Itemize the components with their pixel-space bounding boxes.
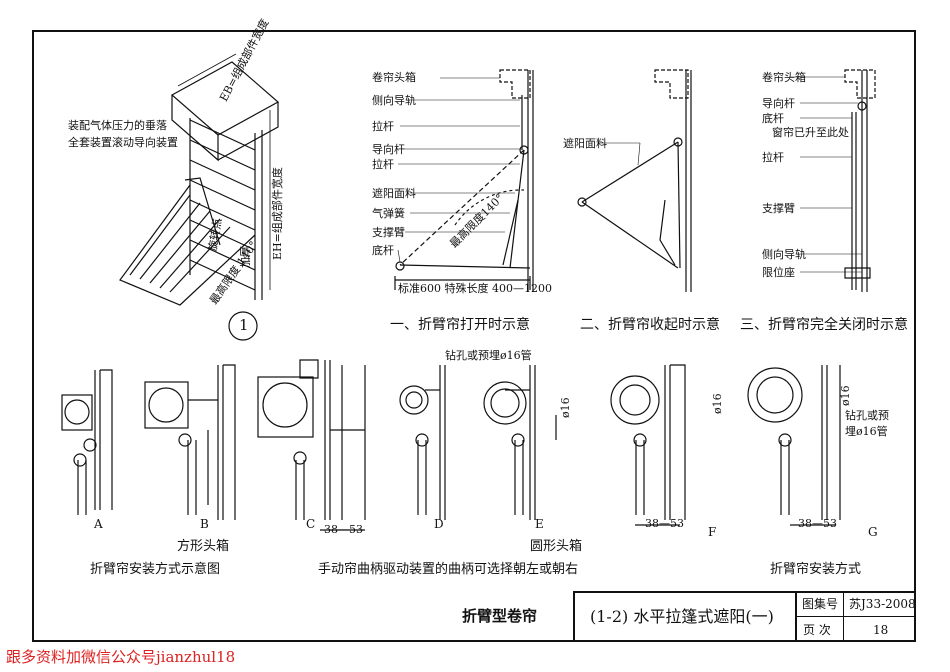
mount-caption-right: 折臂帘安装方式 xyxy=(770,562,862,577)
closed-caption: 三、折臂帘完全关闭时示意 xyxy=(740,317,908,333)
open-awning-drawing xyxy=(394,69,534,292)
closed-label-stop-seat: 限位座 xyxy=(762,266,795,279)
mounting-details-drawing xyxy=(61,359,841,531)
isometric-awning-drawing xyxy=(119,53,280,341)
phi16-label-g: ø16 xyxy=(839,385,852,406)
page-number-value: 18 xyxy=(873,623,889,637)
fig1-note-line2: 全套装置滚动导向装置 xyxy=(68,136,178,149)
retract-caption: 二、折臂帘收起时示意 xyxy=(580,317,720,333)
open-label-bottom-bar: 底杆 xyxy=(372,244,394,257)
open-label-fabric: 遮阳面料 xyxy=(372,187,416,200)
retract-label-fabric: 遮阳面料 xyxy=(563,137,607,150)
closed-label-raised-here: 窗帘已升至此处 xyxy=(772,126,849,139)
mount-caption-mid: 手动帘曲柄驱动装置的曲柄可选择朝左或朝右 xyxy=(318,562,579,577)
fig1-dim-label: 加厚 xyxy=(239,246,252,268)
open-label-guide-rod: 导向杆 xyxy=(372,143,405,156)
dim-38-53-f: 38—53 xyxy=(645,517,684,530)
closed-label-side-rail: 侧向导轨 xyxy=(762,248,806,261)
watermark-text: 跟多资料加微信公众号jianzhul18 xyxy=(6,648,236,666)
title-block-title: (1-2) 水平拉篷式遮阳(一) xyxy=(590,607,774,626)
round-box-label: 圆形头箱 xyxy=(530,539,583,554)
mount-letter-a: A xyxy=(94,517,103,531)
drawing-frame xyxy=(32,30,916,642)
closed-label-bottom-bar: 底杆 xyxy=(762,112,784,125)
page-number-label: 页 次 xyxy=(803,623,831,637)
retracting-awning-drawing xyxy=(577,69,692,292)
drill-side-label-2: 埋ø16管 xyxy=(845,425,888,438)
closed-label-head-box: 卷帘头箱 xyxy=(762,71,806,84)
open-label-pull-rod-1: 拉杆 xyxy=(372,120,394,133)
dim-38-53-g: 38—53 xyxy=(798,517,837,530)
phi16-label-f: ø16 xyxy=(711,393,724,414)
mount-letter-e: E xyxy=(535,517,544,531)
fig1-note-line1: 装配气体压力的垂落 xyxy=(68,119,167,132)
fig1-number: 1 xyxy=(239,316,249,334)
title-block-row-divider xyxy=(795,616,916,617)
mount-letter-f: F xyxy=(708,525,717,539)
mount-letter-b: B xyxy=(200,517,209,531)
open-label-gas-spring: 气弹簧 xyxy=(372,207,405,220)
atlas-number-label: 图集号 xyxy=(802,597,839,611)
dim-38-53-c: 38—53 xyxy=(324,523,363,536)
drill-top-label: 钻孔或预埋ø16管 xyxy=(445,349,532,362)
open-label-support-arm: 支撑臂 xyxy=(372,226,405,239)
open-caption: 一、折臂帘打开时示意 xyxy=(390,317,530,333)
open-label-head-box: 卷帘头箱 xyxy=(372,71,416,84)
title-block-top-border xyxy=(573,591,916,593)
drill-side-label-1: 钻孔或预 xyxy=(845,409,889,422)
closed-label-guide-rod: 导向杆 xyxy=(762,97,795,110)
square-box-label: 方形头箱 xyxy=(177,539,230,554)
closed-label-support-arm: 支撑臂 xyxy=(762,202,795,215)
mount-letter-g: G xyxy=(868,525,878,539)
closed-label-pull-rod: 拉杆 xyxy=(762,151,784,164)
title-block-left-border xyxy=(573,591,575,642)
title-block-name: 折臂型卷帘 xyxy=(462,607,538,625)
open-dim-label: 标准600 特殊长度 400—1200 xyxy=(398,282,552,295)
open-label-pull-rod-2: 拉杆 xyxy=(372,158,394,171)
mount-letter-d: D xyxy=(434,517,444,531)
open-label-side-rail: 侧向导轨 xyxy=(372,94,416,107)
mount-letter-c: C xyxy=(306,517,316,531)
fig1-side-label: EH=组成部件宽度 xyxy=(271,167,284,260)
atlas-number-value: 苏J33-2008 xyxy=(849,597,916,611)
mount-caption-left: 折臂帘安装方式示意图 xyxy=(90,562,221,577)
phi16-label-e: ø16 xyxy=(559,397,572,418)
closed-awning-drawing xyxy=(790,69,876,292)
